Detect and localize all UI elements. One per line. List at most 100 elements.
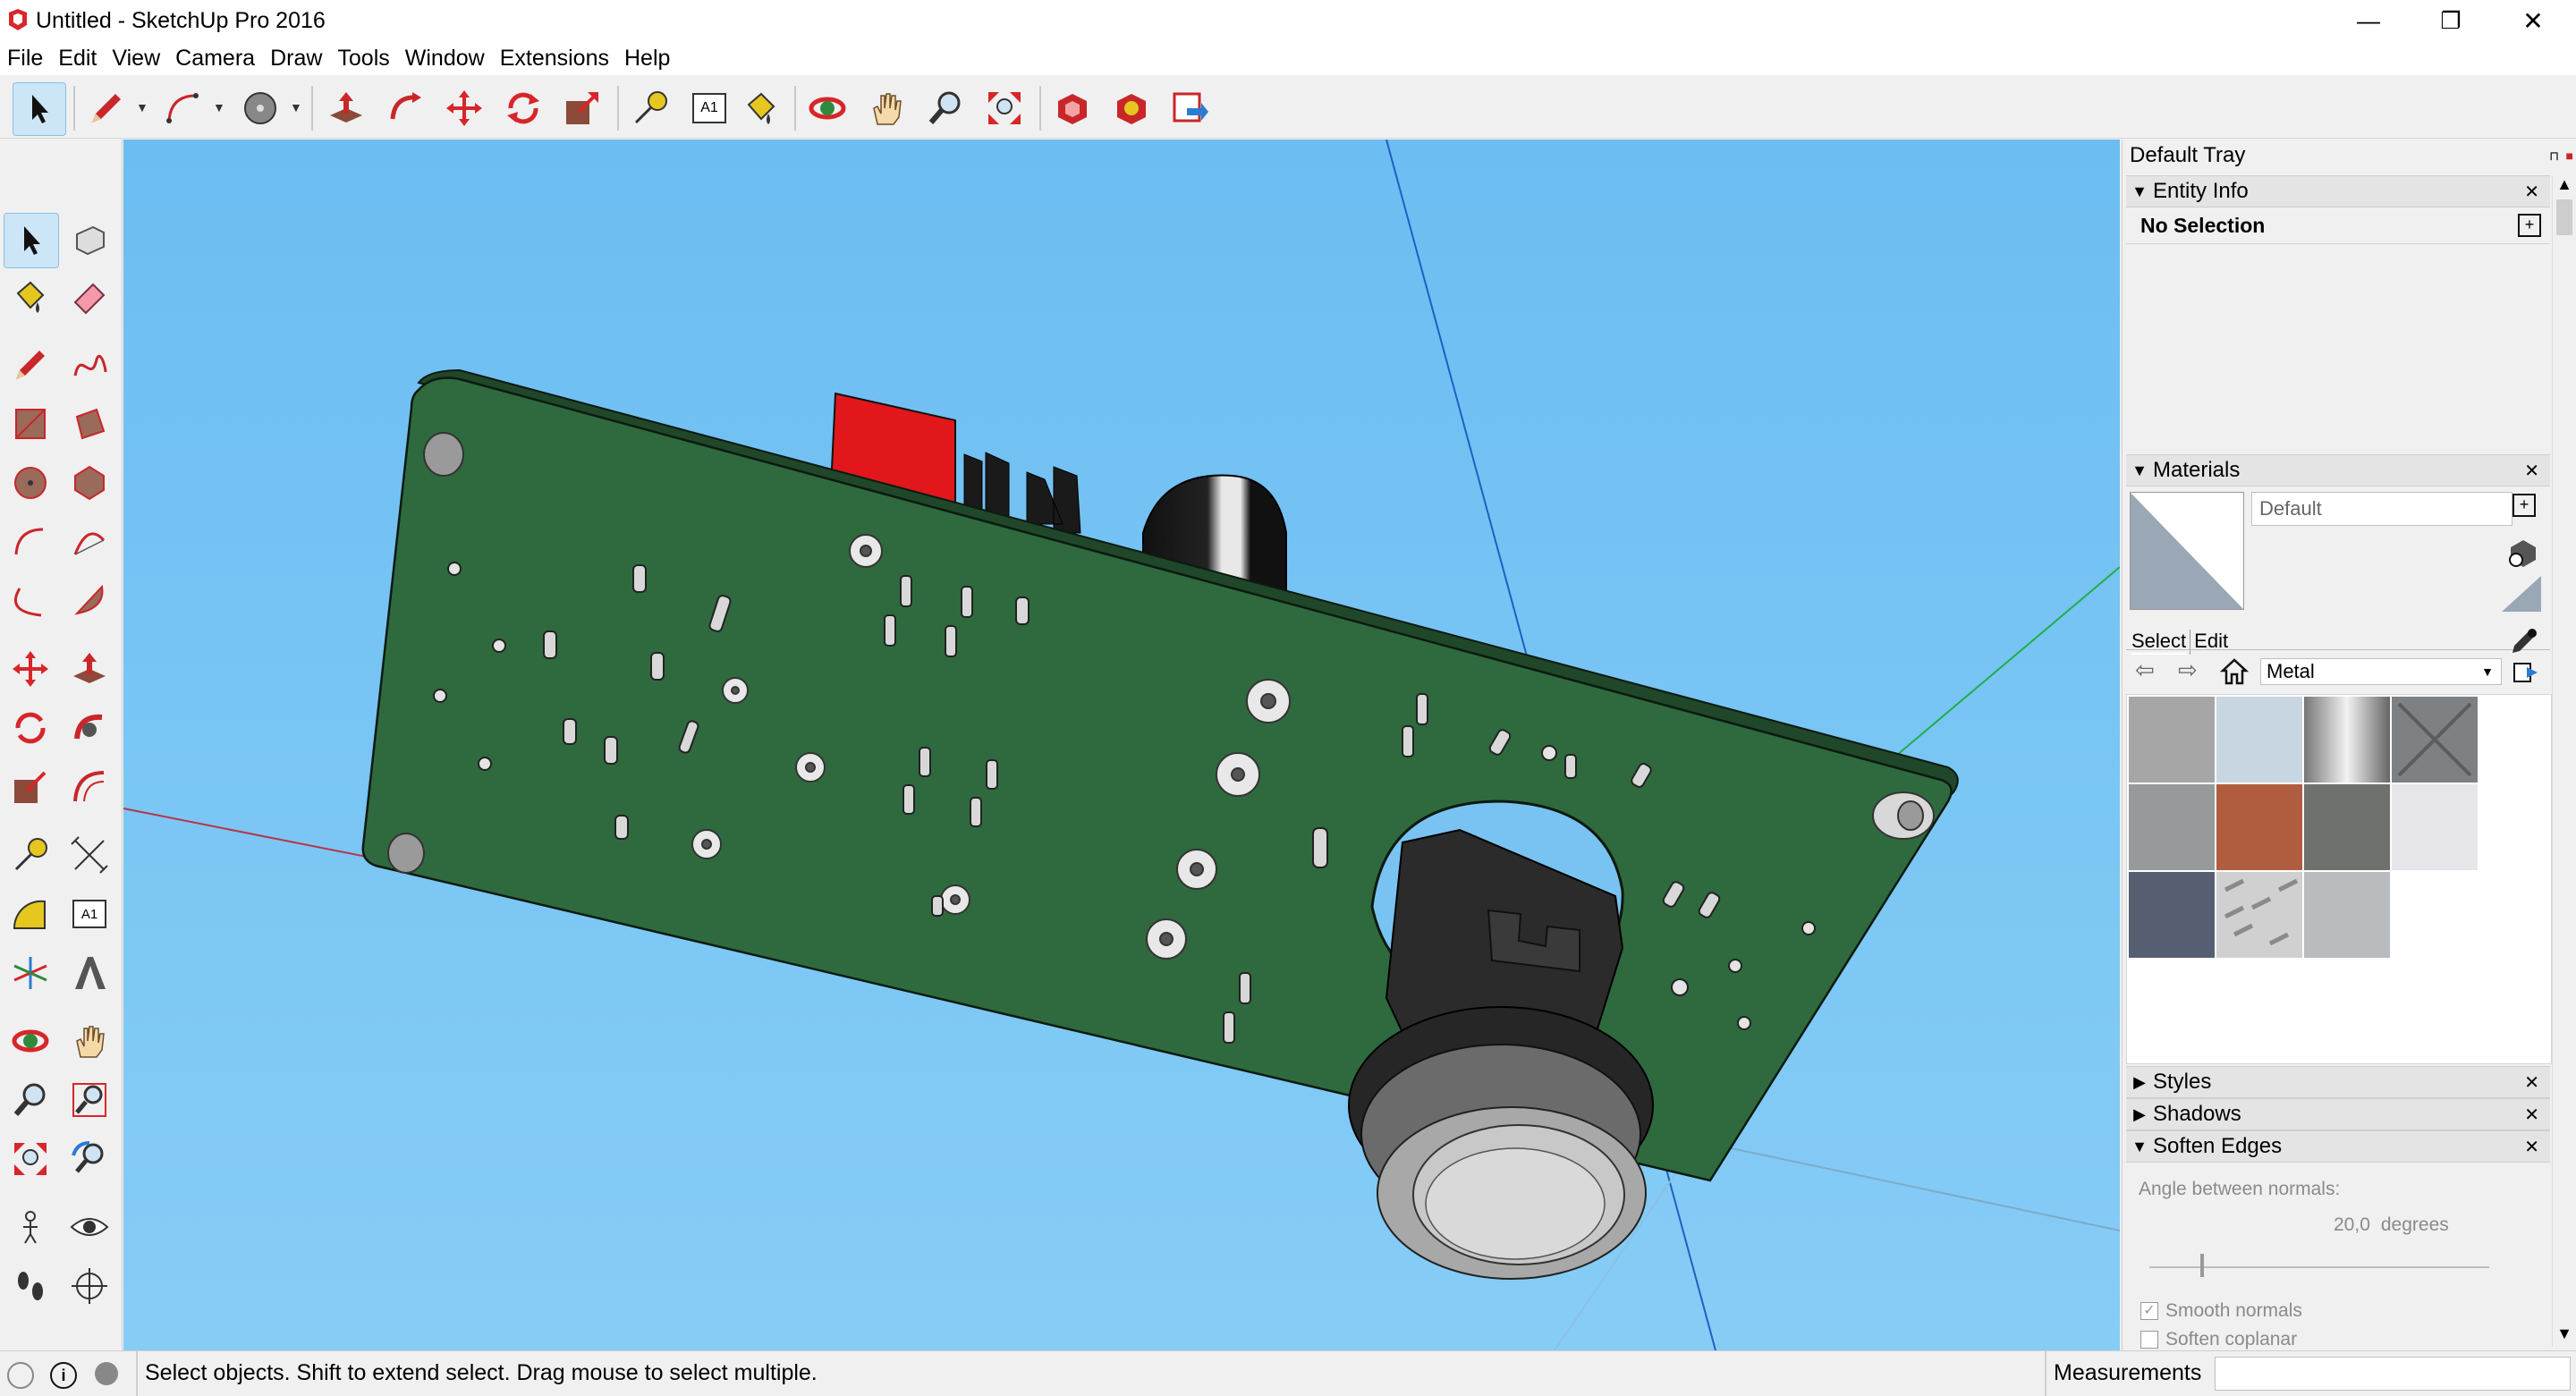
default-material-swatch-icon[interactable]	[2502, 576, 2541, 612]
soften-edges-close-icon[interactable]: ✕	[2524, 1137, 2539, 1157]
rotate-tool-button[interactable]	[497, 82, 549, 134]
zoom-tool-button[interactable]	[919, 82, 971, 134]
create-material-icon[interactable]: +	[2512, 494, 2536, 517]
paint-bucket-tool-button[interactable]	[735, 82, 787, 134]
smooth-normals-checkbox[interactable]: ✓	[2140, 1302, 2158, 1320]
styles-header[interactable]: ▶ Styles ✕	[2126, 1066, 2550, 1098]
left-look-around-tool[interactable]	[63, 1200, 116, 1254]
menu-file[interactable]: File	[7, 46, 44, 71]
menu-tools[interactable]: Tools	[337, 46, 390, 71]
scroll-thumb[interactable]	[2556, 199, 2572, 235]
left-dimension-tool[interactable]	[63, 828, 116, 882]
push-pull-tool-button[interactable]	[320, 82, 372, 134]
tape-measure-tool-button[interactable]	[624, 82, 676, 134]
measurements-input[interactable]	[2215, 1357, 2571, 1391]
scroll-up-icon[interactable]: ▲	[2556, 175, 2572, 193]
left-follow-me-tool[interactable]	[63, 701, 116, 755]
left-line-tool[interactable]	[4, 338, 57, 392]
restore-button[interactable]: ❐	[2440, 6, 2462, 34]
extension-warehouse-button[interactable]	[1106, 82, 1157, 134]
material-swatch[interactable]	[2129, 872, 2215, 958]
left-zoom-window-tool[interactable]	[63, 1073, 116, 1127]
material-name-field[interactable]: Default	[2251, 492, 2512, 526]
left-polygon-tool[interactable]	[63, 456, 116, 510]
line-tool-dropdown-icon[interactable]: ▼	[136, 100, 148, 114]
material-swatch[interactable]	[2129, 784, 2215, 870]
left-freehand-tool[interactable]	[63, 338, 116, 392]
expand-details-icon[interactable]: +	[2518, 214, 2541, 237]
left-previous-view-tool[interactable]	[63, 1132, 116, 1186]
material-swatch[interactable]	[2216, 697, 2302, 783]
styles-close-icon[interactable]: ✕	[2524, 1072, 2539, 1093]
drawing-viewport[interactable]	[123, 140, 2120, 1350]
shadows-close-icon[interactable]: ✕	[2524, 1104, 2539, 1125]
menu-draw[interactable]: Draw	[270, 46, 323, 71]
smooth-normals-option[interactable]: ✓ Smooth normals	[2140, 1300, 2302, 1322]
material-swatch[interactable]	[2304, 697, 2390, 783]
left-rotate-tool[interactable]	[4, 701, 57, 755]
left-offset-tool[interactable]	[63, 760, 116, 814]
sample-paint-icon[interactable]	[2507, 537, 2539, 569]
back-arrow-icon[interactable]: ⇦	[2135, 656, 2155, 683]
menu-edit[interactable]: Edit	[58, 46, 97, 71]
material-swatch[interactable]	[2392, 784, 2478, 870]
menu-extensions[interactable]: Extensions	[499, 46, 609, 71]
left-protractor-tool[interactable]	[4, 887, 57, 941]
arc-tool-dropdown-icon[interactable]: ▼	[213, 100, 225, 114]
materials-close-icon[interactable]: ✕	[2524, 461, 2539, 481]
tray-scrollbar[interactable]: ▲ ▼	[2552, 175, 2576, 1347]
left-axes-tool[interactable]	[4, 946, 57, 1000]
left-pie-tool[interactable]	[63, 574, 116, 628]
tray-pin-icon[interactable]: ⊓	[2549, 148, 2559, 163]
select-tool-button[interactable]	[13, 82, 66, 136]
left-make-component-tool[interactable]	[63, 213, 116, 267]
left-circle-tool[interactable]	[4, 456, 57, 510]
left-2point-arc-tool[interactable]	[63, 515, 116, 569]
tab-edit[interactable]: Edit	[2190, 630, 2228, 655]
menu-camera[interactable]: Camera	[175, 46, 256, 71]
text-tool-button[interactable]: A1	[683, 82, 735, 134]
move-tool-button[interactable]	[438, 82, 490, 134]
material-swatch[interactable]	[2216, 872, 2302, 958]
left-push-pull-tool[interactable]	[63, 642, 116, 696]
orbit-tool-button[interactable]	[801, 82, 853, 134]
left-rectangle-tool[interactable]	[4, 397, 57, 451]
close-button[interactable]: ✕	[2522, 6, 2544, 35]
materials-header[interactable]: ▼ Materials ✕	[2126, 454, 2550, 486]
pan-tool-button[interactable]	[860, 82, 912, 134]
left-select-tool[interactable]	[4, 213, 59, 268]
scroll-down-icon[interactable]: ▼	[2556, 1324, 2572, 1342]
left-3d-text-tool[interactable]	[63, 946, 116, 1000]
menu-window[interactable]: Window	[404, 46, 485, 71]
details-menu-icon[interactable]	[2512, 660, 2539, 685]
soften-edges-header[interactable]: ▼ Soften Edges ✕	[2126, 1130, 2550, 1163]
left-scale-tool[interactable]	[4, 760, 57, 814]
left-3point-arc-tool[interactable]	[4, 574, 57, 628]
left-orbit-tool[interactable]	[4, 1014, 57, 1068]
eyedropper-icon[interactable]	[2509, 626, 2539, 656]
menu-help[interactable]: Help	[624, 46, 671, 71]
arc-tool-button[interactable]	[157, 82, 209, 134]
3d-warehouse-button[interactable]	[1046, 82, 1098, 134]
material-swatch[interactable]	[2129, 697, 2215, 783]
forward-arrow-icon[interactable]: ⇨	[2178, 656, 2198, 683]
left-paint-bucket-tool[interactable]	[4, 270, 57, 324]
menu-view[interactable]: View	[112, 46, 161, 71]
credits-info-icon[interactable]: i	[50, 1362, 77, 1389]
line-tool-button[interactable]	[80, 82, 132, 134]
soften-coplanar-option[interactable]: Soften coplanar	[2140, 1329, 2297, 1350]
home-icon[interactable]	[2219, 656, 2250, 687]
material-swatch[interactable]	[2216, 784, 2302, 870]
soften-coplanar-checkbox[interactable]	[2140, 1331, 2158, 1349]
material-library-select[interactable]: Metal ▼	[2260, 658, 2502, 685]
geolocation-icon[interactable]	[7, 1362, 34, 1389]
follow-me-tool-button[interactable]	[379, 82, 431, 134]
left-zoom-extents-tool[interactable]	[4, 1132, 57, 1186]
shadows-header[interactable]: ▶ Shadows ✕	[2126, 1098, 2550, 1130]
material-swatch[interactable]	[2304, 784, 2390, 870]
material-swatch[interactable]	[2304, 872, 2390, 958]
tray-close-icon[interactable]: ■	[2565, 148, 2573, 163]
left-pan-tool[interactable]	[63, 1014, 116, 1068]
shapes-tool-dropdown-icon[interactable]: ▼	[290, 100, 302, 114]
left-position-camera-tool[interactable]	[4, 1200, 57, 1254]
